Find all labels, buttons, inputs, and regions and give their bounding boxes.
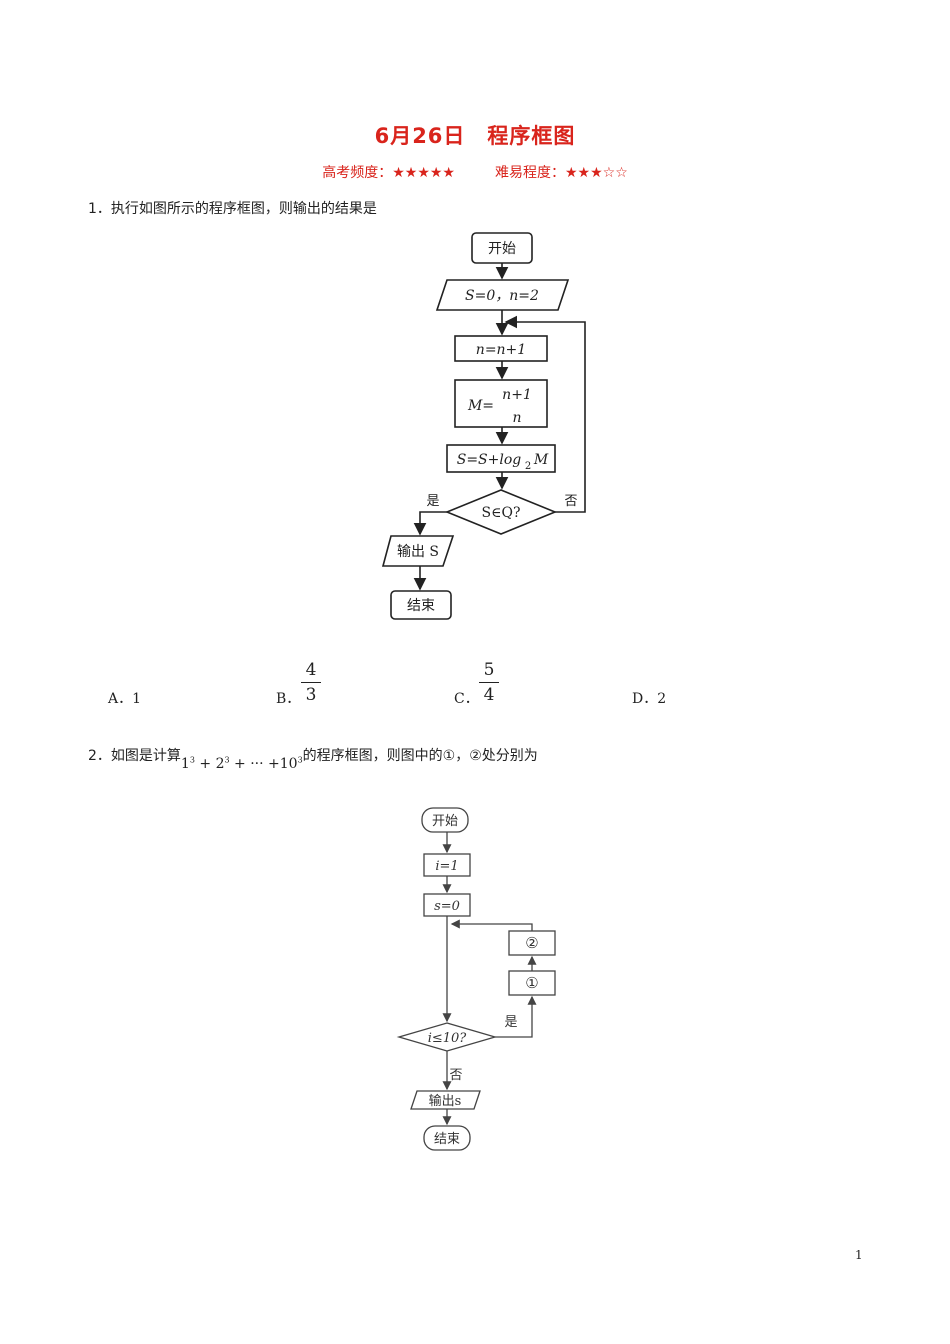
- flow2-init-s-label: s=0: [434, 899, 460, 914]
- flow2-condition-label: i≤10?: [428, 1031, 468, 1046]
- flow2-output-shape: [410, 1090, 481, 1110]
- flow1-step-m-den: n: [512, 410, 521, 426]
- option-c-label: C．: [454, 691, 479, 707]
- option-b-label: B．: [276, 691, 301, 707]
- title-date: 6月26日: [374, 124, 466, 148]
- flow1-step-s-label: S=S+log: [457, 452, 522, 468]
- flow1-condition-shape: [444, 489, 558, 535]
- flow2-no-label: 否: [449, 1068, 462, 1083]
- rating-line: 高考频度：★★★★★ 难易程度：★★★☆☆: [0, 162, 950, 182]
- flowchart-2: 开始 i=1 s=0 ② ① i≤10? 是 否 输出s 结束: [396, 807, 556, 1151]
- option-b-denominator: 3: [305, 685, 317, 705]
- flow1-no-label: 否: [564, 494, 577, 509]
- q2-sum-expression: 13 + 23 + ··· +103: [180, 755, 303, 772]
- option-c-fraction: 5 4: [479, 660, 499, 705]
- flow1-init-shape: [435, 279, 570, 311]
- flowchart-1: 开始 S=0，n=2 n=n+1 M= n+1 n S=S+log 2 M S∈…: [381, 232, 586, 620]
- flow1-output-label: 输出 S: [397, 544, 439, 560]
- flow2-yes-label: 是: [504, 1015, 517, 1030]
- page-title: 6月26日程序框图: [0, 120, 950, 150]
- option-b-fraction: 4 3: [301, 660, 321, 705]
- flow1-step-s-box: [446, 444, 556, 473]
- flow2-output-label: 输出s: [429, 1093, 462, 1109]
- flow1-step-n-box: [454, 335, 548, 362]
- question-1-stem: 1．执行如图所示的程序框图，则输出的结果是: [88, 201, 377, 217]
- title-topic: 程序框图: [487, 124, 576, 148]
- flow2-box-2-label: ②: [525, 934, 538, 952]
- flow2-init-i-label: i=1: [435, 859, 458, 874]
- page-number: 1: [855, 1248, 863, 1262]
- fraction-bar: [301, 682, 321, 683]
- flow1-step-m-box: [454, 379, 548, 428]
- flow1-condition-label: S∈Q?: [482, 505, 521, 521]
- flow1-step-s-end: M: [533, 452, 549, 468]
- flow1-start-label: 开始: [488, 241, 516, 257]
- flow1-step-n-label: n=n+1: [476, 342, 526, 358]
- flow1-end-box: [390, 590, 452, 620]
- flow1-init-label: S=0，n=2: [465, 288, 539, 304]
- flow2-box-1-label: ①: [525, 974, 538, 992]
- fraction-bar: [479, 682, 499, 683]
- flow2-end-box: [423, 1125, 471, 1151]
- option-c-numerator: 5: [483, 660, 495, 680]
- difficulty-rating: 难易程度：★★★☆☆: [495, 165, 628, 181]
- flow1-yes-label: 是: [426, 494, 439, 509]
- q2-stem-before: 2．如图是计算: [88, 748, 181, 764]
- option-b-numerator: 4: [305, 660, 317, 680]
- flow1-step-m-left: M=: [467, 398, 494, 414]
- frequency-rating: 高考频度：★★★★★: [322, 165, 455, 181]
- flow1-step-s-sub: 2: [525, 461, 531, 472]
- q2-stem-after: 的程序框图，则图中的①，②处分别为: [302, 748, 538, 764]
- option-d: D．2: [632, 691, 667, 707]
- question-2-stem: 2．如图是计算13 + 23 + ··· +103的程序框图，则图中的①，②处分…: [88, 745, 538, 772]
- flow1-end-label: 结束: [407, 598, 435, 614]
- flow2-start-box: [421, 807, 469, 833]
- option-c-denominator: 4: [483, 685, 495, 705]
- flow2-end-label: 结束: [434, 1132, 460, 1147]
- flow1-step-m-num: n+1: [502, 387, 532, 403]
- option-a: A．1: [108, 691, 142, 707]
- flow1-output-shape: [381, 535, 455, 567]
- flow2-start-label: 开始: [432, 814, 458, 829]
